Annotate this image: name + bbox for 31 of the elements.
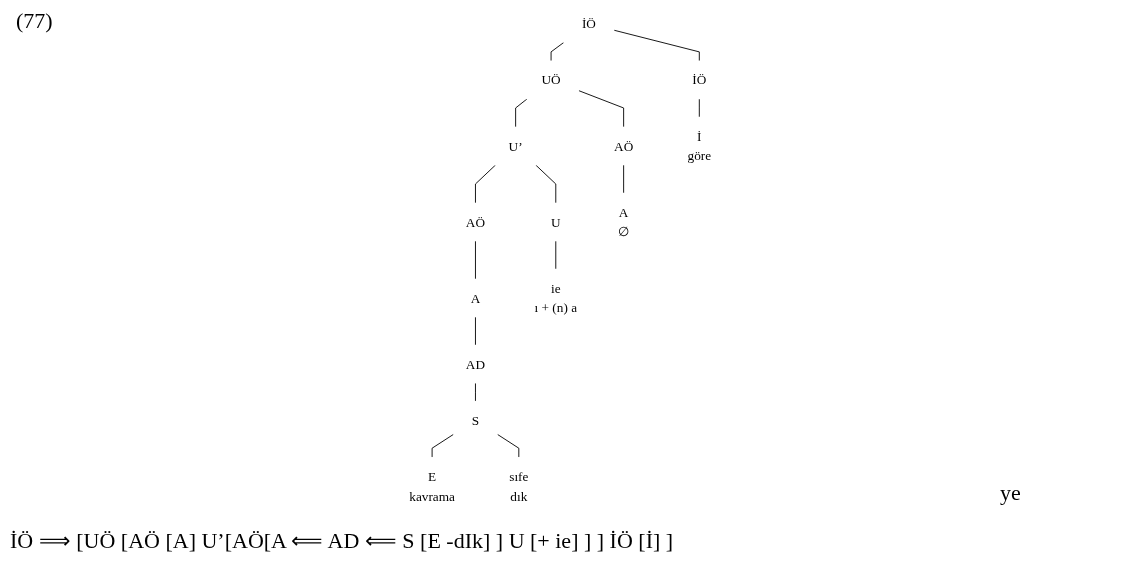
connector bbox=[578, 90, 624, 128]
node-text: U bbox=[550, 214, 561, 230]
connector bbox=[550, 42, 565, 62]
node-text: ie ı + (n) a bbox=[534, 280, 577, 316]
connector bbox=[698, 98, 700, 118]
connector bbox=[496, 433, 520, 458]
suffix-label: ye bbox=[1000, 480, 1021, 506]
connector bbox=[474, 316, 476, 346]
node-text: İÖ bbox=[581, 16, 596, 32]
bracket-formula: İÖ ⟹ [UÖ [AÖ [A] U’[AÖ[A ⟸ AD ⟸ S [E -dIk] ] U [+ ie] ] ] İÖ [İ] ] bbox=[10, 528, 674, 554]
connector bbox=[515, 98, 528, 128]
node-text: E kavrama bbox=[409, 468, 455, 504]
node-text: A bbox=[470, 290, 481, 306]
example-number: (77) bbox=[16, 8, 53, 34]
node-text: İÖ bbox=[692, 72, 707, 88]
node-text: S bbox=[471, 412, 479, 428]
node-text: U’ bbox=[508, 138, 523, 154]
connector bbox=[623, 164, 624, 194]
connector bbox=[431, 433, 454, 458]
connector bbox=[535, 164, 557, 204]
node-text: AD bbox=[465, 356, 485, 372]
connector bbox=[613, 29, 700, 62]
node-text: AÖ bbox=[613, 138, 634, 154]
node-text: A ∅ bbox=[617, 204, 630, 240]
connector bbox=[474, 240, 476, 280]
node-text: sıfe dık bbox=[509, 468, 529, 504]
connector bbox=[474, 164, 496, 204]
node-text: AÖ bbox=[465, 214, 485, 230]
node-text: UÖ bbox=[541, 72, 561, 88]
connector bbox=[474, 382, 476, 402]
node-text: İ göre bbox=[687, 128, 711, 164]
